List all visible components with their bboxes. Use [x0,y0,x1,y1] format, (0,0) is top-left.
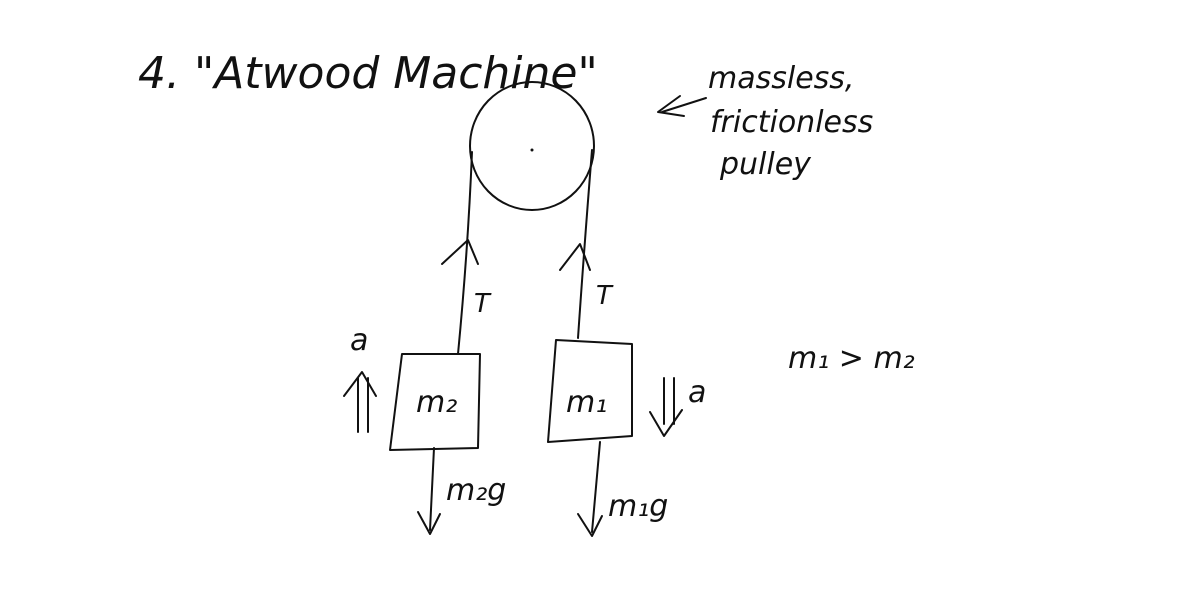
pulley-note-line2: frictionless [710,105,873,140]
accel-label-left: a [350,323,368,358]
mass-block-left [389,353,481,451]
mass-label-left: m₂ [416,385,457,420]
weight-arrow-right-shaft [591,441,601,533]
pulley-note-line1: massless, [708,61,854,96]
weight-arrow-left-head [417,511,441,535]
pulley-note-line3: pulley [719,147,812,182]
weight-label-left: m₂g [446,473,506,508]
tension-arrow-right [559,243,591,271]
weight-arrow-right-head [577,513,603,537]
tension-label-left: T [474,289,492,319]
accel-label-right: a [688,375,706,410]
weight-arrow-left-shaft [429,447,435,531]
mass-block-right [547,339,633,443]
tension-arrow-left [441,239,479,265]
accel-arrow-right [649,377,683,437]
mass-condition: m₁ > m₂ [788,341,915,376]
mass-label-right: m₁ [566,385,607,420]
rope-right [577,149,593,339]
tension-label-right: T [596,281,614,311]
pulley-axle [530,148,534,152]
diagram-title: 4. "Atwood Machine" [138,48,598,99]
pulley-wheel [469,81,595,211]
pulley-note-arrowhead [657,95,685,117]
accel-arrow-left [343,371,377,433]
rope-left [457,151,473,355]
pulley-note-arrow-shaft [661,97,707,113]
weight-label-right: m₁g [608,489,668,524]
